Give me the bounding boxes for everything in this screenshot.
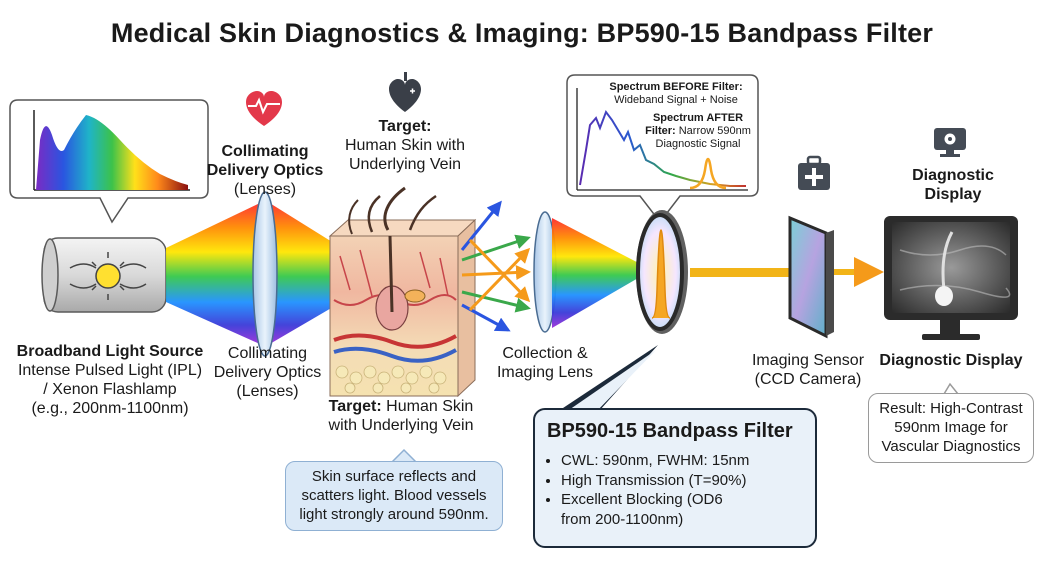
light-source-label: Broadband Light Source Intense Pulsed Li…	[6, 343, 214, 419]
result-note: Result: High-Contrast 590nm Image for Va…	[868, 393, 1034, 463]
heart-icon	[389, 72, 421, 112]
spectrum-after-title: Spectrum AFTER	[640, 112, 756, 125]
display-top-line2: Display	[898, 186, 1008, 205]
light-source-tube	[42, 238, 166, 312]
source-spectrum-callout	[10, 100, 208, 222]
filter-spec-list: CWL: 590nm, FWHM: 15nm High Transmission…	[547, 451, 803, 529]
filtered-beam	[690, 268, 790, 277]
imaging-sensor	[790, 218, 834, 336]
skin-note-line2: scatters light. Blood vessels	[296, 487, 492, 506]
diagnostic-monitor	[884, 216, 1018, 340]
collimating-lens	[253, 192, 277, 356]
display-top-label: Diagnostic Display	[898, 167, 1008, 205]
target-top-title: Target:	[330, 118, 480, 137]
spectrum-before-label: Spectrum BEFORE Filter: Wideband Signal …	[598, 81, 754, 107]
lightbulb-icon	[96, 264, 120, 288]
skin-note-line3: light strongly around 590nm.	[296, 506, 492, 525]
sensor-line1: Imaging Sensor	[738, 352, 878, 371]
filter-spec-item: Excellent Blocking (OD6 from 200-1100nm)	[561, 490, 751, 529]
beam-source-to-lens	[166, 202, 262, 345]
spectrum-before-title: Spectrum BEFORE Filter:	[598, 81, 754, 94]
diagram-title: Medical Skin Diagnostics & Imaging: BP59…	[0, 18, 1044, 50]
collection-lens-line1: Collection &	[480, 345, 610, 364]
light-source-desc-line1: Intense Pulsed Light (IPL)	[6, 362, 214, 381]
medical-kit-icon	[798, 157, 830, 190]
filter-spec-item: CWL: 590nm, FWHM: 15nm	[561, 451, 751, 471]
target-bottom-line2: with Underlying Vein	[316, 417, 486, 436]
target-top-line1: Human Skin with	[330, 137, 480, 156]
light-source-desc-line3: (e.g., 200nm-1100nm)	[6, 400, 214, 419]
light-source-title: Broadband Light Source	[6, 343, 214, 362]
light-source-desc-line2: / Xenon Flashlamp	[6, 381, 214, 400]
bandpass-filter-spec-box: BP590-15 Bandpass Filter CWL: 590nm, FWH…	[533, 408, 817, 548]
spectrum-after-rest: Narrow 590nm	[676, 125, 751, 137]
target-bottom-bold: Target:	[329, 398, 382, 415]
display-top-line1: Diagnostic	[898, 167, 1008, 186]
bandpass-filter-element	[636, 210, 688, 334]
skin-cross-section	[330, 188, 475, 396]
optics-top-label: Collimating Delivery Optics (Lenses)	[200, 143, 330, 200]
collection-lens-label: Collection & Imaging Lens	[480, 345, 610, 383]
optics-bottom-label: Collimating Delivery Optics (Lenses)	[205, 345, 330, 402]
sensor-label: Imaging Sensor (CCD Camera)	[738, 352, 878, 390]
result-note-line2: 590nm Image for	[877, 419, 1025, 438]
result-note-line1: Result: High-Contrast	[877, 400, 1025, 419]
spectrum-after-label: Spectrum AFTER Filter: Narrow 590nm Diag…	[640, 112, 756, 152]
optics-bottom-line3: (Lenses)	[205, 383, 330, 402]
heart-pulse-icon	[246, 91, 282, 126]
collection-lens-line2: Imaging Lens	[480, 364, 610, 383]
target-bottom-label: Target: Human Skin with Underlying Vein	[316, 398, 486, 436]
optics-top-sub: (Lenses)	[200, 181, 330, 200]
spectrum-before-desc: Wideband Signal + Noise	[598, 94, 754, 107]
target-top-label: Target: Human Skin with Underlying Vein	[330, 118, 480, 175]
spectrum-after-bold: Filter:	[645, 125, 676, 137]
skin-reflection-note: Skin surface reflects and scatters light…	[285, 461, 503, 531]
optics-bottom-line1: Collimating	[205, 345, 330, 364]
filter-spec-item: High Transmission (T=90%)	[561, 471, 751, 491]
display-bottom-label: Diagnostic Display	[868, 352, 1034, 371]
filter-box-title: BP590-15 Bandpass Filter	[547, 420, 803, 443]
skin-note-line1: Skin surface reflects and	[296, 468, 492, 487]
optics-top-title1: Collimating	[200, 143, 330, 162]
optics-bottom-line2: Delivery Optics	[205, 364, 330, 383]
result-note-line3: Vascular Diagnostics	[877, 438, 1025, 457]
monitor-settings-icon	[934, 128, 966, 157]
sensor-line2: (CCD Camera)	[738, 371, 878, 390]
target-bottom-rest: Human Skin	[382, 398, 474, 415]
optics-top-title2: Delivery Optics	[200, 162, 330, 181]
spectrum-after-line3: Diagnostic Signal	[640, 138, 756, 151]
target-top-line2: Underlying Vein	[330, 156, 480, 175]
